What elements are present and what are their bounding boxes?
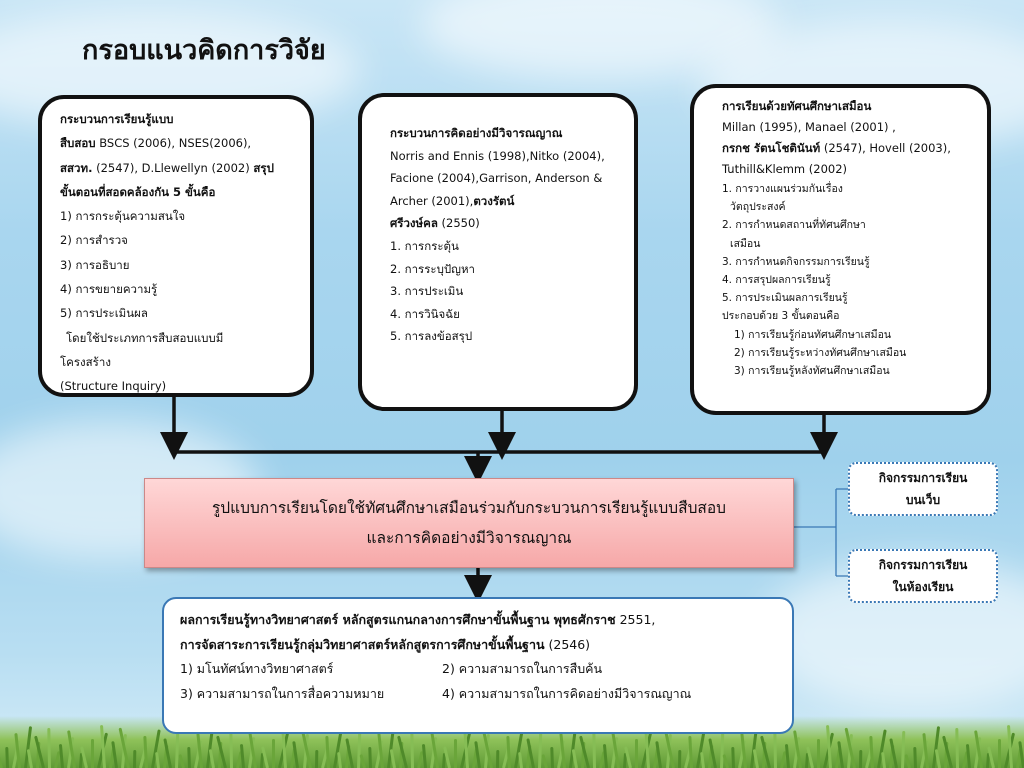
web-activity-box: กิจกรรมการเรียน บนเว็บ bbox=[848, 462, 998, 516]
box1-step: 2) การสำรวจ bbox=[60, 233, 128, 248]
grass-blade bbox=[453, 739, 457, 768]
virtual-field-trip-box: การเรียนด้วยทัศนศึกษาเสมือน Millan (1995… bbox=[690, 84, 991, 415]
box3-phase: 3) การเรียนรู้หลังทัศนศึกษาเสมือน bbox=[734, 365, 890, 378]
critical-thinking-box: กระบวนการคิดอย่างมีวิจารณญาณ Norris and … bbox=[358, 93, 638, 411]
side1-line1: กิจกรรมการเรียน bbox=[878, 471, 968, 485]
box3-phase: 1) การเรียนรู้ก่อนทัศนศึกษาเสมือน bbox=[734, 328, 892, 341]
box2-step: 2. การระบุปัญหา bbox=[390, 261, 476, 276]
result-item: 3) ความสามารถในการสื่อความหมาย bbox=[180, 685, 385, 701]
box2-step: 3. การประเมิน bbox=[390, 284, 464, 299]
box3-ref3: Tuthill&Klemm (2002) bbox=[722, 162, 848, 176]
result-line1-bold: ผลการเรียนรู้ทางวิทยาศาสตร์ หลักสูตรแกนก… bbox=[180, 612, 616, 627]
box1-step: 4) การขยายความรู้ bbox=[60, 282, 158, 297]
grass-blade bbox=[998, 739, 1002, 768]
box2-step: 1. การกระตุ้น bbox=[390, 238, 459, 253]
box1-line3-bold2: สรุป bbox=[253, 160, 274, 175]
box1-line1: กระบวนการเรียนรู้แบบ bbox=[60, 112, 174, 126]
center-line1: รูปแบบการเรียนโดยใช้ทัศนศึกษาเสมือนร่วมก… bbox=[211, 499, 727, 517]
side1-line2: บนเว็บ bbox=[905, 493, 941, 507]
box1-step: 5) การประเมินผล bbox=[60, 306, 148, 321]
side2-line1: กิจกรรมการเรียน bbox=[878, 558, 968, 572]
box2-ref2: Facione (2004),Garrison, Anderson & bbox=[390, 171, 603, 186]
result-item: 1) มโนทัศน์ทางวิทยาศาสตร์ bbox=[180, 661, 334, 676]
box3-step: 1. การวางแผนร่วมกันเรื่อง bbox=[722, 183, 843, 195]
box3-step: เสมือน bbox=[730, 237, 761, 250]
center-line2: และการคิดอย่างมีวิจารณญาณ bbox=[366, 529, 572, 547]
box3-step: 5. การประเมินผลการเรียนรู้ bbox=[722, 292, 848, 305]
box3-step: 2. การกำหนดสถานที่ทัศนศึกษา bbox=[722, 219, 866, 232]
box1-line4: ขั้นตอนที่สอดคล้องกัน 5 ขั้นคือ bbox=[60, 184, 216, 199]
page-title: กรอบแนวคิดการวิจัย bbox=[82, 35, 326, 66]
box2-ref4-bold: ศรีวงษ์คล bbox=[390, 216, 438, 231]
box3-phase: 2) การเรียนรู้ระหว่างทัศนศึกษาเสมือน bbox=[734, 346, 907, 359]
box2-ref4: (2550) bbox=[437, 216, 480, 231]
box3-step: 3. การกำหนดกิจกรรมการเรียนรู้ bbox=[722, 255, 870, 268]
grass-blade bbox=[816, 739, 820, 768]
box3-phase-intro: ประกอบด้วย 3 ขั้นตอนคือ bbox=[722, 310, 840, 323]
box2-ref3-bold: ตวงรัตน์ bbox=[473, 193, 515, 208]
grass-blade bbox=[272, 739, 276, 768]
result-item: 2) ความสามารถในการสืบค้น bbox=[442, 661, 603, 676]
grass-blade bbox=[90, 739, 94, 768]
box2-step: 4. การวินิจฉัย bbox=[390, 306, 460, 321]
box2-heading: กระบวนการคิดอย่างมีวิจารณญาณ bbox=[390, 126, 563, 140]
learning-model-box: รูปแบบการเรียนโดยใช้ทัศนศึกษาเสมือนร่วมก… bbox=[144, 478, 794, 568]
box1-step: 1) การกระตุ้นความสนใจ bbox=[60, 209, 186, 224]
box2-ref1: Norris and Ennis (1998),Nitko (2004), bbox=[390, 148, 605, 163]
box1-note3: (Structure Inquiry) bbox=[60, 379, 167, 394]
result-item: 4) ความสามารถในการคิดอย่างมีวิจารณญาณ bbox=[442, 685, 692, 701]
box3-ref2-bold: กรกช รัตนโชตินันท์ bbox=[722, 141, 821, 155]
box1-note2: โครงสร้าง bbox=[60, 354, 111, 369]
inquiry-learning-box: กระบวนการเรียนรู้แบบ สืบสอบ BSCS (2006),… bbox=[38, 95, 314, 397]
learning-outcome-box: ผลการเรียนรู้ทางวิทยาศาสตร์ หลักสูตรแกนก… bbox=[162, 597, 794, 734]
box2-ref3: Archer (2001), bbox=[390, 193, 474, 208]
box1-step: 3) การอธิบาย bbox=[60, 257, 130, 272]
box3-ref1: Millan (1995), Manael (2001) , bbox=[722, 120, 896, 134]
classroom-activity-box: กิจกรรมการเรียน ในห้องเรียน bbox=[848, 549, 998, 603]
result-line1: 2551, bbox=[615, 612, 656, 627]
grass-blade bbox=[635, 739, 639, 768]
result-line2: (2546) bbox=[544, 636, 591, 652]
box3-step: วัตถุประสงค์ bbox=[730, 201, 786, 214]
box1-line3-bold: สสวท. bbox=[60, 160, 93, 175]
box1-line3: (2547), D.Llewellyn (2002) bbox=[92, 160, 254, 175]
box1-line2: BSCS (2006), NSES(2006), bbox=[95, 136, 252, 151]
box3-ref2: (2547), Hovell (2003), bbox=[820, 141, 951, 155]
side2-line2: ในห้องเรียน bbox=[892, 580, 954, 594]
box3-heading: การเรียนด้วยทัศนศึกษาเสมือน bbox=[722, 99, 872, 113]
box3-step: 4. การสรุปผลการเรียนรู้ bbox=[722, 274, 831, 287]
box2-step: 5. การลงข้อสรุป bbox=[390, 329, 473, 344]
box1-line2-bold: สืบสอบ bbox=[60, 136, 96, 151]
result-line2-bold: การจัดสาระการเรียนรู้กลุ่มวิทยาศาสตร์หลั… bbox=[180, 636, 545, 652]
box1-note1: โดยใช้ประเภทการสืบสอบแบบมี bbox=[66, 330, 224, 345]
